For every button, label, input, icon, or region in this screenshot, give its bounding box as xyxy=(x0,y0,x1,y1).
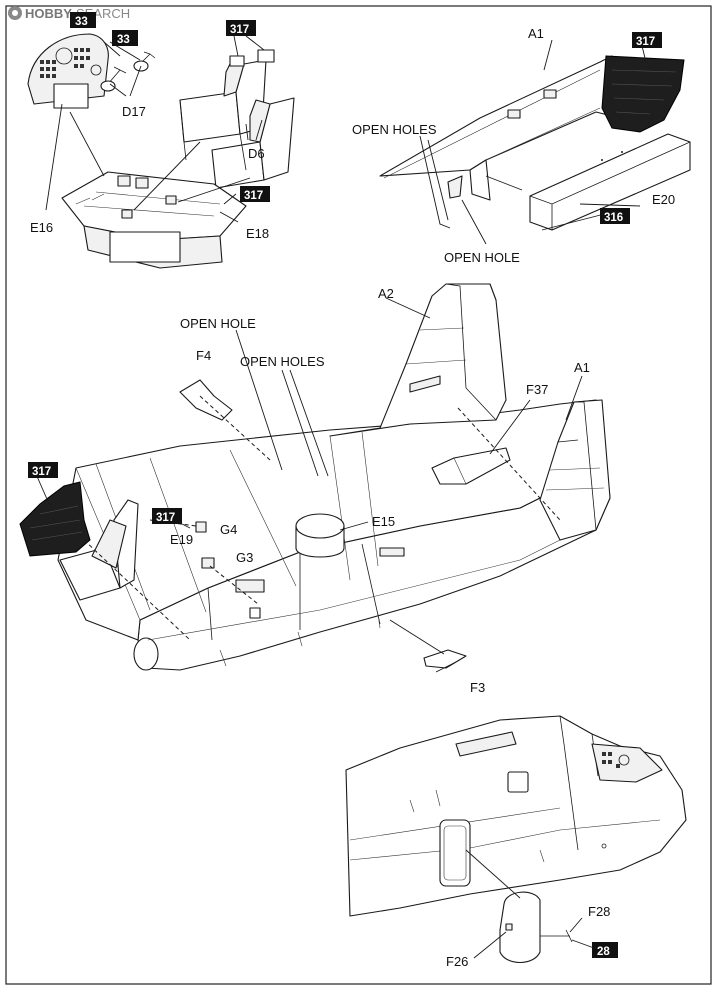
leader-e18 xyxy=(219,211,239,223)
badge-28: 28 xyxy=(592,942,618,958)
dash-g3 xyxy=(209,565,259,605)
leader-d17 xyxy=(109,65,142,97)
step-nose-section xyxy=(345,715,687,964)
watermark: HOBBY SEARCH xyxy=(8,6,130,21)
control-columns-d17 xyxy=(100,51,156,92)
svg-text:33: 33 xyxy=(117,34,130,46)
svg-text:28: 28 xyxy=(597,946,610,958)
part-e15 xyxy=(295,513,345,558)
part-g4 xyxy=(195,521,207,533)
svg-text:33: 33 xyxy=(75,16,88,28)
part-f28 xyxy=(540,929,573,943)
leader-d6 xyxy=(245,119,263,141)
svg-text:317: 317 xyxy=(230,24,249,36)
leader-open-hole-b xyxy=(461,199,487,245)
label-f4: F4 xyxy=(196,348,211,363)
step-side-wall xyxy=(379,37,691,245)
leader-hatch xyxy=(465,849,521,899)
label-a1-top: A1 xyxy=(528,26,544,41)
tail-a2 xyxy=(329,283,507,437)
label-open-holes-b: OPEN HOLES xyxy=(352,122,437,137)
svg-text:317: 317 xyxy=(156,512,175,524)
leader-open-hole-c xyxy=(235,329,283,471)
hatch-f26 xyxy=(499,891,541,964)
badge-33-controls: 33 xyxy=(112,30,138,46)
leader-e20 xyxy=(579,203,641,207)
label-e15: E15 xyxy=(372,514,395,529)
dark-panel-317 xyxy=(601,55,685,133)
leader-317-left xyxy=(35,473,51,507)
dash-seat xyxy=(83,539,191,641)
label-f26: F26 xyxy=(446,954,468,969)
leader-a1-top xyxy=(543,39,553,71)
leader-open-holes-b xyxy=(419,135,451,229)
label-f37: F37 xyxy=(526,382,548,397)
part-f4 xyxy=(179,379,233,421)
cockpit-floor-e18 xyxy=(61,171,247,269)
badge-317-seats: 317 xyxy=(226,20,256,36)
tail-a1 xyxy=(539,399,611,541)
part-g3 xyxy=(201,557,215,569)
dash-f37 xyxy=(457,407,561,521)
part-f3 xyxy=(423,649,467,669)
leader-28 xyxy=(571,939,595,949)
svg-text:317: 317 xyxy=(244,190,263,202)
nose-fuselage xyxy=(345,715,687,917)
step-fuselage-assembly xyxy=(19,283,611,673)
label-open-hole-c: OPEN HOLE xyxy=(180,316,256,331)
leader-f3 xyxy=(389,619,457,673)
label-e16: E16 xyxy=(30,220,53,235)
leader-panel-floor xyxy=(69,111,105,177)
label-d17: D17 xyxy=(122,104,146,119)
leader-a1-tail xyxy=(565,375,583,421)
leader-f37 xyxy=(489,399,531,455)
label-a1-tail: A1 xyxy=(574,360,590,375)
badge-317-interior: 317 xyxy=(152,508,182,524)
leader-e16 xyxy=(45,103,63,211)
seats-d6 xyxy=(179,49,295,189)
label-f28: F28 xyxy=(588,904,610,919)
leader-open-holes-c xyxy=(281,369,329,477)
leader-317-floor xyxy=(223,193,237,205)
leader-open-holes-b2 xyxy=(427,139,449,221)
page-border xyxy=(5,5,712,985)
badge-317-left: 317 xyxy=(28,462,58,478)
svg-text:316: 316 xyxy=(604,212,623,224)
badge-317-floor: 317 xyxy=(240,186,270,202)
leader-seat2 xyxy=(177,177,251,203)
part-f37 xyxy=(431,447,511,485)
step-cockpit-floor xyxy=(27,33,295,269)
badge-316: 316 xyxy=(600,208,630,224)
leader-f28 xyxy=(569,917,583,933)
leader-317-seat xyxy=(233,35,265,57)
leader-a2 xyxy=(385,297,431,319)
label-g4: G4 xyxy=(220,522,237,537)
svg-text:317: 317 xyxy=(636,36,655,48)
label-e20: E20 xyxy=(652,192,675,207)
leader-e15 xyxy=(339,521,369,531)
svg-text:317: 317 xyxy=(32,466,51,478)
label-e19: E19 xyxy=(170,532,193,547)
label-d6: D6 xyxy=(248,146,265,161)
block-e20 xyxy=(529,133,691,231)
badge-33-top: 33 xyxy=(70,12,96,28)
dark-panel-317-left xyxy=(19,481,91,557)
label-a2: A2 xyxy=(378,286,394,301)
side-wall-a1 xyxy=(379,55,613,201)
badge-317-wall: 317 xyxy=(632,32,662,48)
watermark-brand: HOBBY xyxy=(25,6,72,21)
leader-seat1 xyxy=(133,141,201,211)
leader-f26 xyxy=(473,931,507,959)
label-f3: F3 xyxy=(470,680,485,695)
label-open-hole-b: OPEN HOLE xyxy=(444,250,520,265)
dash-f4 xyxy=(199,395,271,461)
label-g3: G3 xyxy=(236,550,253,565)
instrument-panel-e16 xyxy=(27,33,109,109)
label-open-holes-c: OPEN HOLES xyxy=(240,354,325,369)
leader-e20-block xyxy=(485,175,523,191)
label-e18: E18 xyxy=(246,226,269,241)
